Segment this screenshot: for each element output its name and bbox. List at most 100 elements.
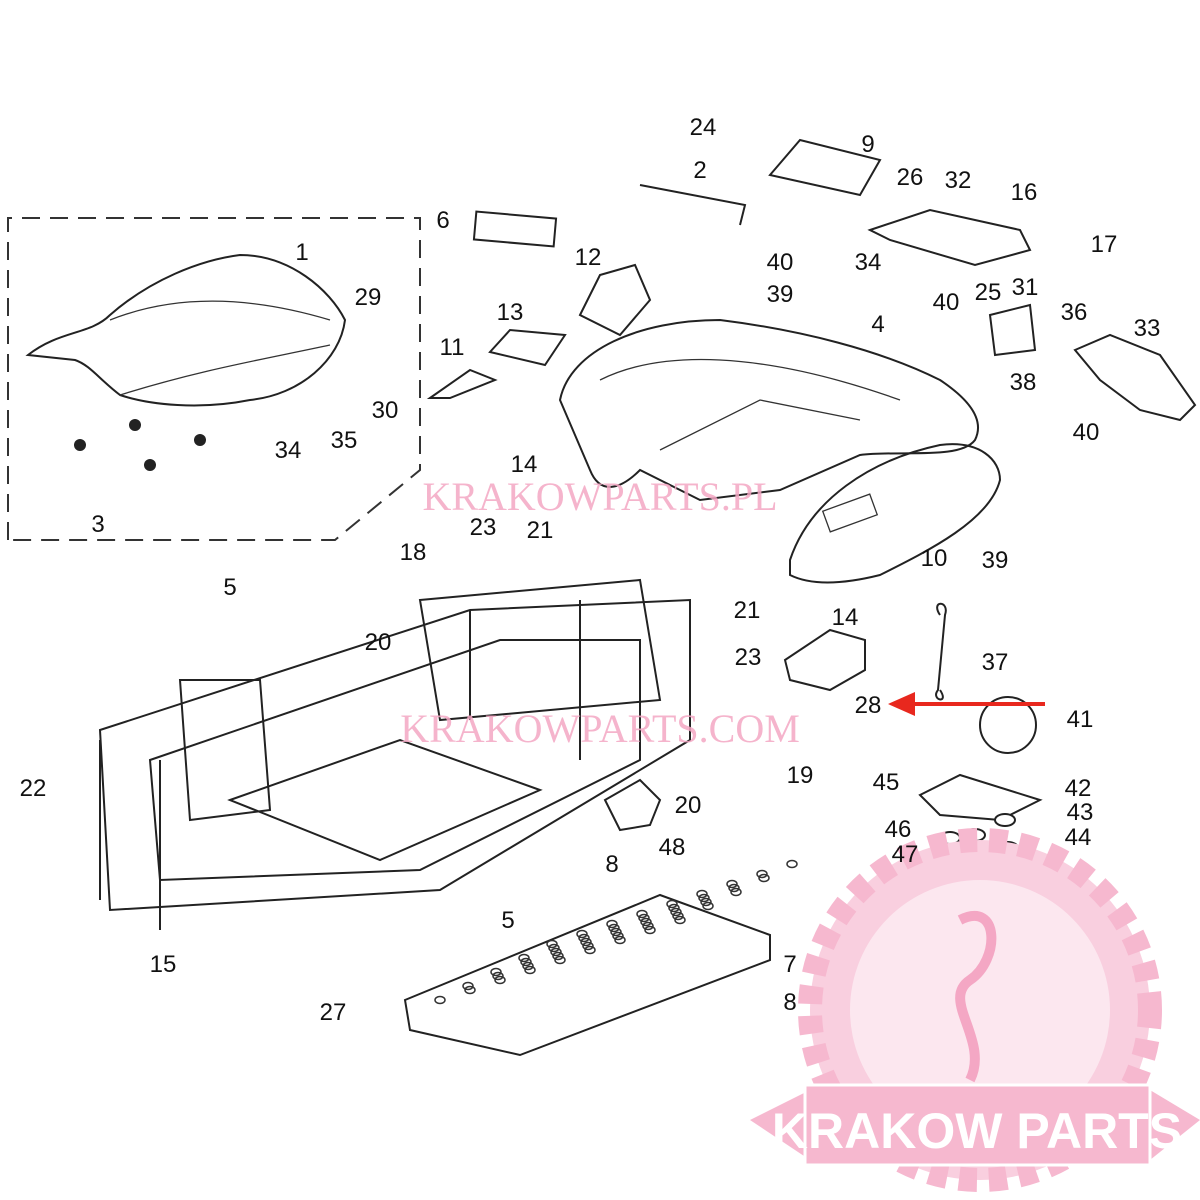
part-label-36: 36 [1061, 299, 1088, 326]
part-label-39: 39 [767, 281, 794, 308]
plate-hole [464, 985, 476, 995]
plate-hole [434, 995, 446, 1005]
part-label-15: 15 [150, 951, 177, 978]
part-label-3: 3 [91, 511, 104, 538]
clip-48 [603, 778, 662, 832]
plate-hole [490, 967, 502, 977]
plate-hole [756, 869, 768, 879]
plate-hole [758, 873, 770, 883]
rear-fender-detail [599, 358, 901, 451]
part-label-44: 44 [1065, 824, 1092, 851]
part-label-19: 19 [787, 762, 814, 789]
plate-hole [552, 951, 564, 961]
krakow-parts-logo: KRAKOW PARTS [750, 828, 1200, 1192]
part-13 [488, 328, 567, 367]
seat-seam [109, 300, 331, 396]
part-label-14: 14 [511, 451, 538, 478]
plate-hole [606, 919, 618, 929]
plate-holes [434, 859, 798, 1005]
part-label-24: 24 [690, 114, 717, 141]
plate-hole [462, 981, 474, 991]
part-label-21: 21 [734, 597, 761, 624]
plate-hole [608, 923, 620, 933]
part-label-6: 6 [436, 207, 449, 234]
part-label-39: 39 [982, 547, 1009, 574]
plate-hole [674, 915, 686, 925]
part-label-27: 27 [320, 999, 347, 1026]
part-label-34: 34 [275, 437, 302, 464]
plate-hole [550, 947, 562, 957]
part-label-16: 16 [1011, 179, 1038, 206]
part-label-46: 46 [885, 816, 912, 843]
part-33 [1073, 333, 1197, 422]
rack-bar [639, 184, 747, 226]
part-label-41: 41 [1067, 706, 1094, 733]
plate-hole [548, 943, 560, 953]
plate-hole [644, 925, 656, 935]
hitch-42 [918, 773, 1043, 822]
plate-hole [728, 883, 740, 893]
plate-hole [578, 933, 590, 943]
part-label-28: 28 [855, 692, 882, 719]
part-label-26: 26 [897, 164, 924, 191]
plate-hole [700, 897, 712, 907]
part-label-8: 8 [783, 989, 796, 1016]
red-arrow-pointer [888, 692, 1045, 716]
part-label-9: 9 [861, 131, 874, 158]
part-label-33: 33 [1134, 315, 1161, 342]
plate-hole [642, 921, 654, 931]
plate-hole [640, 917, 652, 927]
seat-nuts [74, 419, 206, 471]
part-label-14: 14 [832, 604, 859, 631]
plate-hole [698, 893, 710, 903]
plate-hole [584, 945, 596, 955]
plate-hole [494, 975, 506, 985]
part-label-17: 17 [1091, 231, 1118, 258]
part-label-40: 40 [1073, 419, 1100, 446]
rear-fender [558, 318, 980, 502]
plate-hole [668, 903, 680, 913]
cover-9 [768, 138, 882, 197]
part-label-8: 8 [605, 851, 618, 878]
part-label-20: 20 [365, 629, 392, 656]
plate-hole [636, 909, 648, 919]
plate-hole [672, 911, 684, 921]
seat [25, 253, 347, 407]
plate-hole [522, 961, 534, 971]
part-label-21: 21 [527, 517, 554, 544]
part-label-37: 37 [982, 649, 1009, 676]
plate-hole [666, 899, 678, 909]
footplate-27 [403, 893, 771, 1057]
plate-hole [492, 971, 504, 981]
part-label-42: 42 [1065, 775, 1092, 802]
front-fender [789, 443, 1002, 584]
part-label-11: 11 [440, 334, 465, 361]
plate-hole [546, 939, 558, 949]
plate-hole [610, 927, 622, 937]
part-label-13: 13 [497, 299, 524, 326]
spring-37 [935, 602, 947, 701]
part-label-18: 18 [400, 539, 427, 566]
part-label-25: 25 [975, 279, 1002, 306]
part-label-20: 20 [675, 792, 702, 819]
plate-hole [520, 957, 532, 967]
part-label-40: 40 [933, 289, 960, 316]
part-label-12: 12 [575, 244, 602, 271]
part-label-40: 40 [767, 249, 794, 276]
plate-hole [670, 907, 682, 917]
part-label-29: 29 [355, 284, 382, 311]
seat-group-box [7, 217, 421, 541]
part-label-7: 7 [783, 951, 796, 978]
part-label-22: 22 [20, 775, 47, 802]
part-16 [867, 208, 1032, 267]
plate-hole [696, 889, 708, 899]
part-label-45: 45 [873, 769, 900, 796]
part-label-2: 2 [693, 157, 706, 184]
plate-hole [730, 887, 742, 897]
plate-hole [702, 901, 714, 911]
part-label-31: 31 [1012, 274, 1039, 301]
part-label-38: 38 [1010, 369, 1037, 396]
front-fender-panel [821, 493, 879, 533]
